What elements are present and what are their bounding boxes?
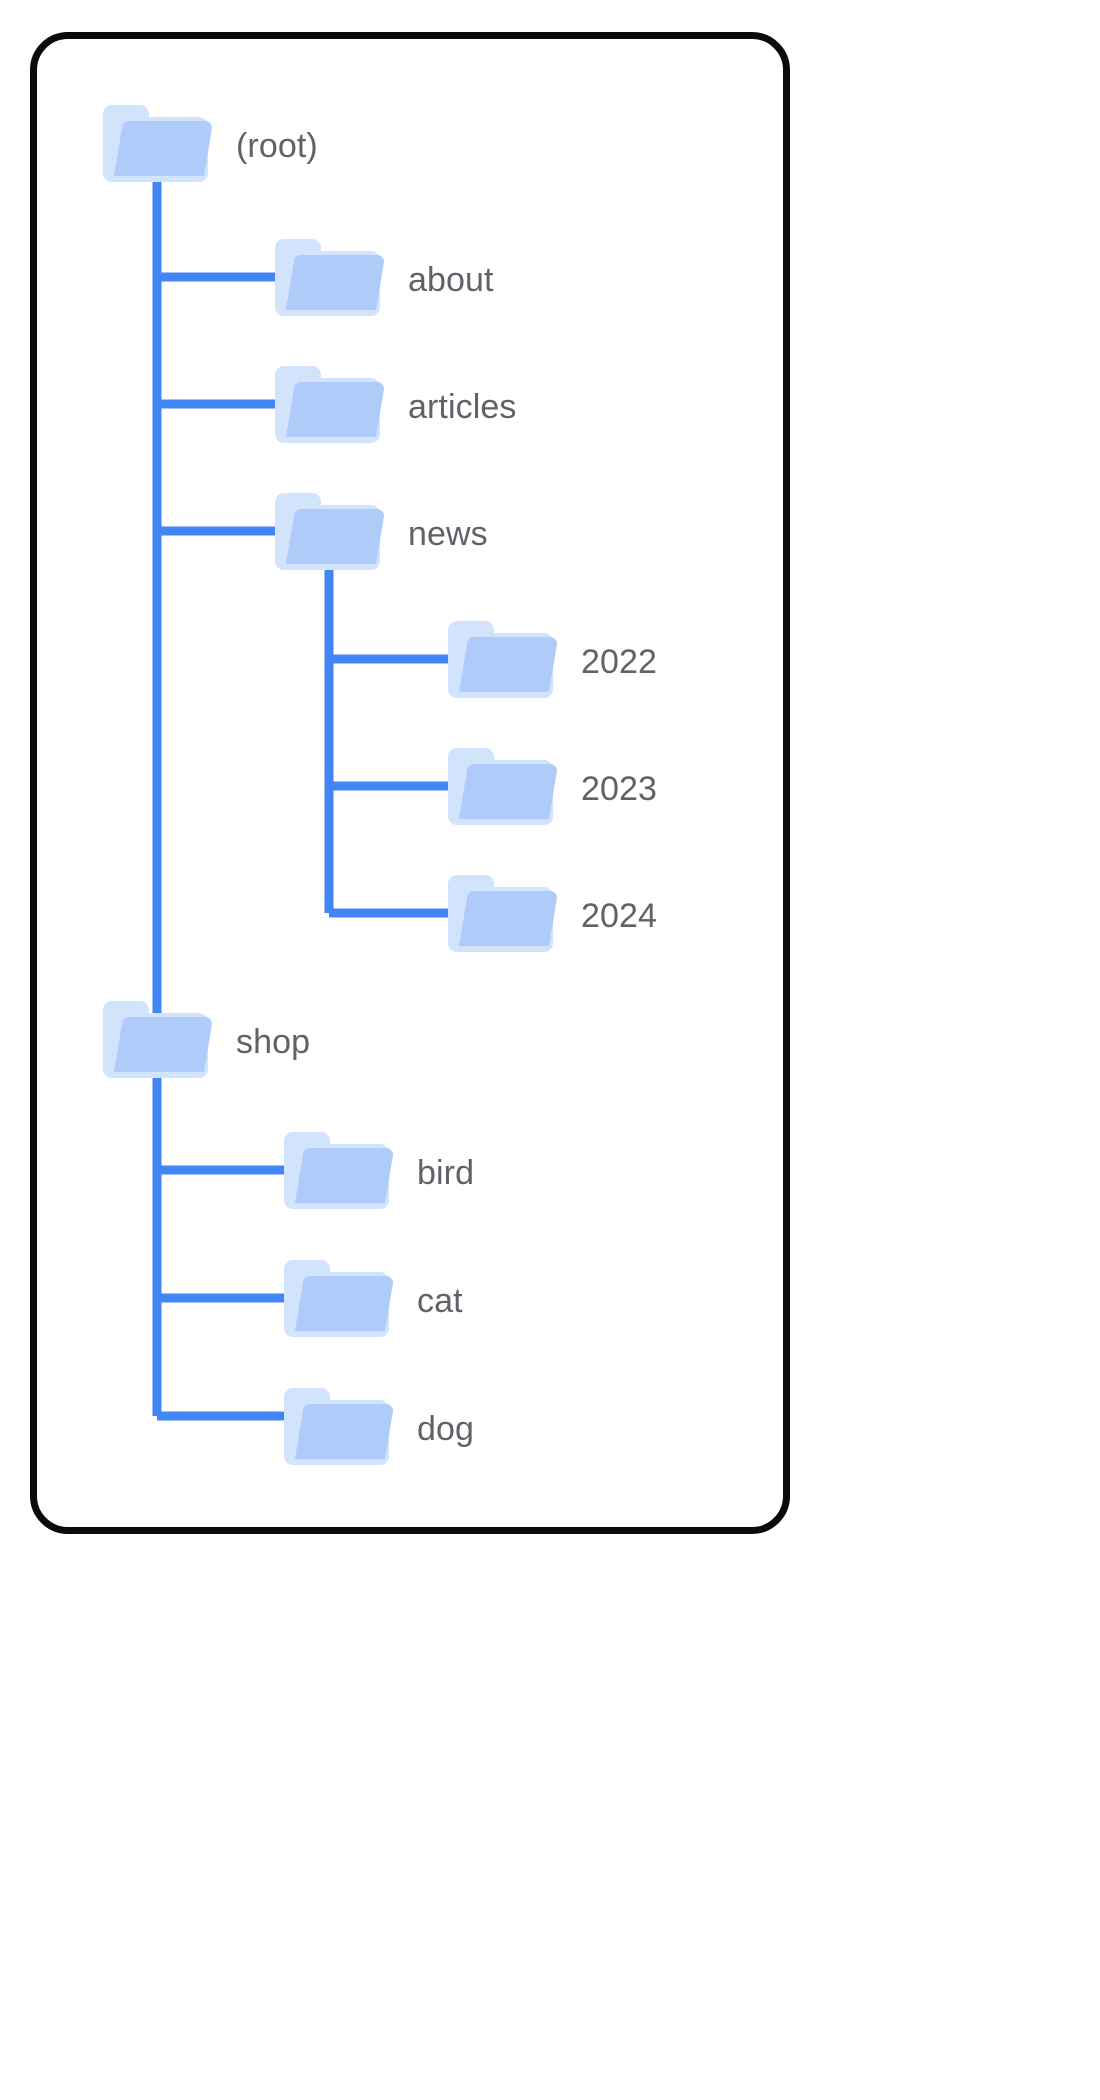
tree-node-label: 2022 [581,642,658,681]
tree-node-label: news [408,514,488,553]
tree-node-articles[interactable]: articles [272,359,517,454]
folder-icon [272,359,390,454]
tree-node-label: about [408,260,494,299]
tree-node-bird[interactable]: bird [281,1125,474,1220]
folder-icon [100,994,218,1089]
tree-node-2024[interactable]: 2024 [445,868,657,963]
tree-node-2023[interactable]: 2023 [445,741,657,836]
tree-node-label: cat [417,1281,463,1320]
tree-node-2022[interactable]: 2022 [445,614,657,709]
tree-node-label: 2023 [581,769,658,808]
folder-icon [100,98,218,193]
folder-icon [281,1125,399,1220]
folder-icon [272,232,390,327]
tree-node-label: 2024 [581,896,658,935]
tree-node-about[interactable]: about [272,232,494,327]
tree-node-label: articles [408,387,517,426]
tree-node-news[interactable]: news [272,486,488,581]
tree-node-shop[interactable]: shop [100,994,310,1089]
tree-node-label: shop [236,1022,311,1061]
folder-icon [445,614,563,709]
folder-icon [272,486,390,581]
tree-node-label: (root) [236,126,318,165]
tree-node-label: dog [417,1409,475,1448]
folder-icon [445,741,563,836]
tree-node-label: bird [417,1153,475,1192]
tree-node-dog[interactable]: dog [281,1381,474,1476]
folder-icon [281,1253,399,1348]
tree-node-root[interactable]: (root) [100,98,318,193]
tree-node-cat[interactable]: cat [281,1253,463,1348]
folder-icon [281,1381,399,1476]
folder-icon [445,868,563,963]
